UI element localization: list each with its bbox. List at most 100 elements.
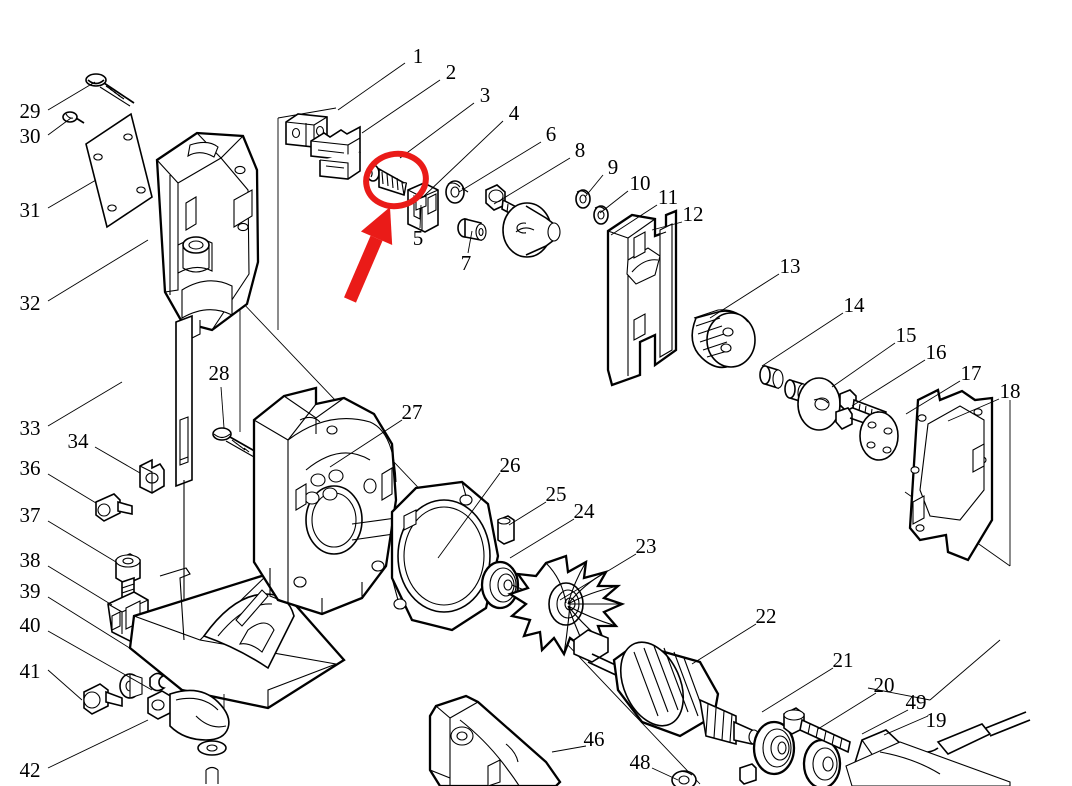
- callout-number-41: 41: [20, 659, 41, 683]
- callout-number-5: 5: [413, 226, 424, 250]
- pin-small-bottom: [739, 763, 757, 785]
- callout-number-27: 27: [402, 400, 423, 424]
- leader-line-9: [584, 174, 604, 198]
- leader-line-22: [691, 623, 757, 665]
- leader-line-30: [47, 117, 72, 136]
- callout-number-14: 14: [844, 293, 866, 317]
- part-25-pin: [497, 515, 515, 545]
- leader-line-24: [509, 518, 575, 559]
- part-12-slider-guide: [606, 209, 678, 387]
- callout-number-13: 13: [780, 254, 801, 278]
- part-14-needle-bearing: [759, 364, 809, 404]
- leader-line-28: [220, 386, 225, 429]
- callout-number-33: 33: [20, 416, 41, 440]
- callout-leader-lines: [47, 62, 1000, 781]
- leader-line-21: [761, 667, 834, 713]
- leader-line-20: [817, 692, 877, 730]
- callout-number-25: 25: [546, 482, 567, 506]
- leader-line-18: [947, 398, 1000, 422]
- leader-line-11: [610, 204, 658, 236]
- leader-line-42: [47, 719, 149, 769]
- callout-number-21: 21: [833, 648, 854, 672]
- callout-number-7: 7: [461, 251, 472, 275]
- part-29-screw: [85, 73, 135, 107]
- leader-line-16: [851, 359, 926, 407]
- part-48-screw: [671, 770, 697, 786]
- callout-number-36: 36: [20, 456, 41, 480]
- part-26-bearing-retainer-ring: [390, 480, 500, 632]
- leader-line-40: [47, 630, 153, 691]
- leader-line-8: [493, 157, 571, 205]
- part-21-ball-bearing: [752, 720, 796, 776]
- callout-number-9: 9: [608, 155, 619, 179]
- callout-number-29: 29: [20, 99, 41, 123]
- part-28-tapping-screw: [212, 427, 259, 458]
- part-40-retaining-ring: [149, 672, 166, 692]
- leader-line-14: [761, 312, 844, 367]
- callout-number-2: 2: [446, 60, 457, 84]
- leader-line-49: [861, 709, 909, 735]
- callout-numbers: 1234567891011121314151617181920212223242…: [20, 44, 1021, 782]
- callout-number-19: 19: [926, 708, 947, 732]
- callout-number-38: 38: [20, 548, 41, 572]
- callout-number-48: 48: [630, 750, 651, 774]
- leader-line-1: [337, 62, 406, 111]
- part-7-roller-bushing: [457, 217, 487, 241]
- part-23-cooling-fan: [507, 554, 626, 657]
- callout-number-31: 31: [20, 198, 41, 222]
- callout-number-20: 20: [874, 673, 895, 697]
- leader-line-19: [883, 715, 929, 736]
- callout-number-42: 42: [20, 758, 41, 782]
- leader-line-34: [94, 446, 141, 474]
- part-33-guide-rod: [175, 314, 193, 662]
- callout-number-8: 8: [575, 138, 586, 162]
- part-24-ball-bearing-front: [480, 560, 537, 610]
- callout-number-15: 15: [896, 323, 917, 347]
- part-27-motor-housing: [252, 386, 398, 616]
- part-17-balance-weight: [835, 407, 899, 461]
- part-13-helical-gear: [691, 309, 756, 369]
- callout-number-3: 3: [480, 83, 491, 107]
- leader-line-25: [508, 501, 547, 526]
- part-22-armature: [573, 629, 785, 749]
- callout-number-6: 6: [546, 122, 557, 146]
- callout-number-24: 24: [574, 499, 596, 523]
- callout-number-16: 16: [926, 340, 947, 364]
- annotation-highlight: [344, 150, 429, 303]
- part-46-handle-frame: [428, 694, 562, 786]
- annotation-ellipse: [363, 150, 429, 210]
- callout-number-18: 18: [1000, 379, 1021, 403]
- part-42-pivot-arm: [147, 689, 230, 784]
- leader-line-7: [467, 230, 473, 254]
- leader-line-41: [47, 669, 83, 701]
- leader-line-37: [47, 520, 117, 563]
- callout-number-10: 10: [630, 171, 651, 195]
- callout-number-34: 34: [68, 429, 90, 453]
- callout-number-11: 11: [658, 185, 678, 209]
- leader-line-12: [651, 221, 683, 231]
- leader-line-26: [437, 472, 501, 559]
- callout-number-26: 26: [500, 453, 521, 477]
- part-6-washer: [445, 180, 469, 204]
- callout-number-37: 37: [20, 503, 41, 527]
- leader-line-3: [399, 102, 475, 159]
- callout-number-17: 17: [961, 361, 982, 385]
- callout-number-1: 1: [413, 44, 424, 68]
- part-36-adjusting-screw: [95, 493, 133, 522]
- leader-line-36: [47, 473, 97, 504]
- part-31-cover-plate: [85, 112, 153, 229]
- spindle-disc: [502, 202, 561, 258]
- leader-line-15: [831, 342, 896, 388]
- part-2-carbon-brush-block: [310, 125, 361, 180]
- leader-line-6: [458, 141, 542, 193]
- leader-line-38: [47, 565, 113, 606]
- callout-number-23: 23: [636, 534, 657, 558]
- lower-right-body: [845, 741, 1011, 786]
- washer-after-bearing: [802, 738, 842, 786]
- callout-number-39: 39: [20, 579, 41, 603]
- part-18-gear-housing-cover: [908, 388, 994, 562]
- leader-line-10: [599, 190, 629, 214]
- leader-line-2: [361, 79, 441, 134]
- callout-number-4: 4: [509, 101, 520, 125]
